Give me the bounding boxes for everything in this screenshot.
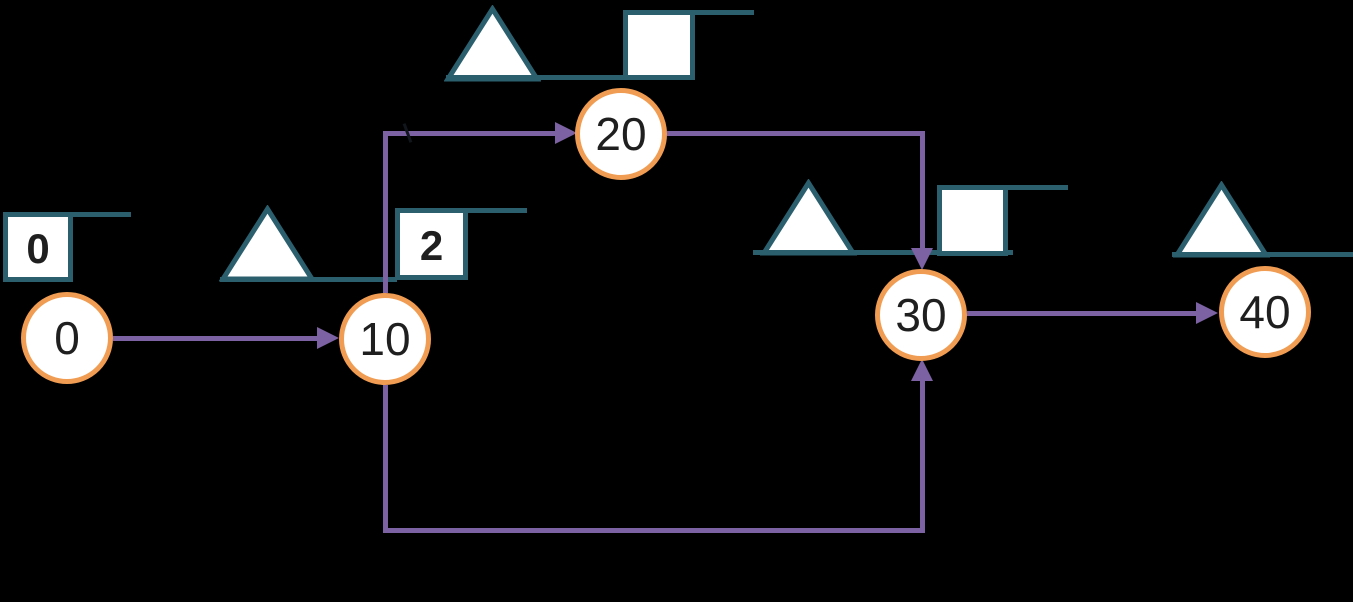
node-20: 20 bbox=[575, 88, 667, 180]
flag-line-node-0 bbox=[71, 212, 131, 217]
node-10-label: 10 bbox=[359, 313, 411, 365]
flag-line-node-30 bbox=[1006, 185, 1068, 190]
square-icon-node-20 bbox=[623, 10, 695, 80]
triangle-icon-node-10 bbox=[219, 205, 316, 282]
node-30-label: 30 bbox=[895, 289, 947, 341]
arrowhead-into-30-top bbox=[911, 248, 933, 270]
edge-20-30-vertical bbox=[920, 131, 925, 250]
triangle-icon-node-30 bbox=[760, 179, 857, 256]
baseline-node-40 bbox=[1172, 252, 1353, 257]
edge-10-20-horizontal bbox=[383, 131, 557, 136]
node-40: 40 bbox=[1219, 266, 1311, 358]
triangle-icon-node-20 bbox=[444, 5, 541, 82]
node-40-label: 40 bbox=[1239, 286, 1291, 338]
arrowhead-into-10 bbox=[317, 327, 339, 349]
square-value-node-0: 0 bbox=[26, 225, 50, 272]
square-icon-node-0: 0 bbox=[3, 212, 73, 282]
triangle-icon-node-40 bbox=[1173, 181, 1270, 258]
node-0: 0 bbox=[21, 292, 113, 384]
edge-0-10 bbox=[113, 336, 319, 341]
baseline-node-20 bbox=[446, 75, 625, 80]
flag-line-node-10 bbox=[466, 208, 527, 213]
edge-20-30-horizontal bbox=[667, 131, 925, 136]
edge-30-40 bbox=[967, 311, 1198, 316]
square-value-node-10: 2 bbox=[419, 222, 444, 269]
edge-10-30-horizontal bbox=[383, 528, 925, 533]
arrowhead-into-30-bottom bbox=[911, 359, 933, 381]
flag-line-node-20 bbox=[693, 10, 754, 15]
node-10: 10 bbox=[339, 293, 431, 385]
node-20-label: 20 bbox=[595, 108, 647, 160]
node-30: 30 bbox=[875, 269, 967, 361]
arrowhead-into-40 bbox=[1196, 302, 1218, 324]
square-icon-node-30 bbox=[937, 185, 1008, 256]
baseline-node-30 bbox=[753, 250, 1013, 255]
edge-10-30-vertical-right bbox=[920, 381, 925, 533]
edge-10-20-vertical bbox=[383, 131, 388, 293]
arrowhead-into-20 bbox=[555, 122, 577, 144]
node-0-label: 0 bbox=[54, 312, 80, 364]
square-icon-node-10: 2 bbox=[395, 208, 468, 280]
baseline-node-10 bbox=[220, 277, 397, 282]
edge-10-30-vertical-left bbox=[383, 385, 388, 533]
